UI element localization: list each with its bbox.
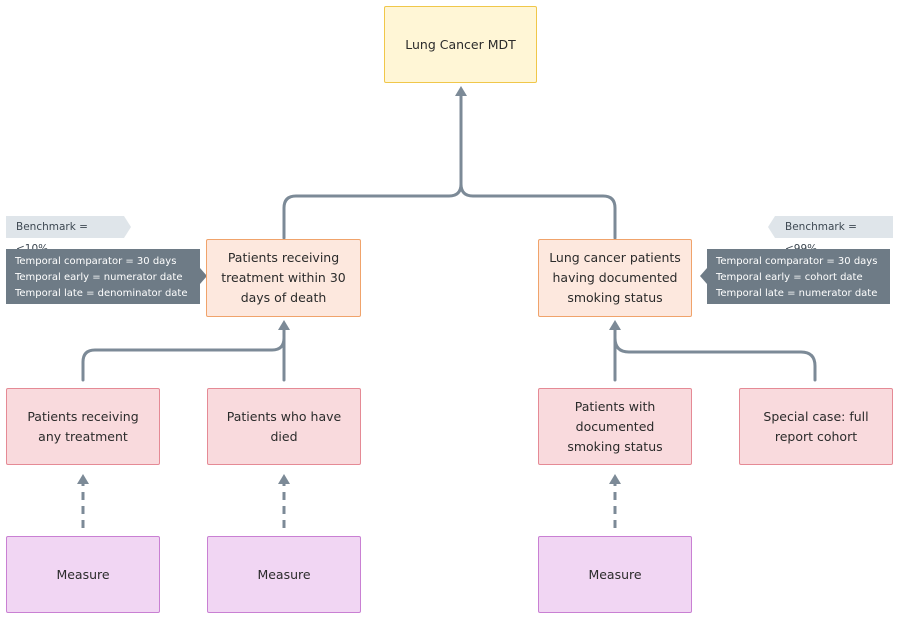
- benchmark-tag-1-pointer: [124, 216, 131, 238]
- arrowhead-root: [455, 86, 467, 96]
- temporal-tag-2: Temporal comparator = 30 days Temporal e…: [707, 249, 890, 304]
- root-node[interactable]: Lung Cancer MDT: [384, 6, 537, 83]
- arrowhead-criterion-1: [77, 474, 89, 484]
- arrowhead-criterion-3: [609, 474, 621, 484]
- measure-node-2[interactable]: Measure: [207, 536, 361, 613]
- measure-label: Measure: [56, 566, 110, 582]
- criterion-node-2[interactable]: Patients who have died: [207, 388, 361, 465]
- criterion-node-3[interactable]: Patients with documented smoking status: [538, 388, 692, 465]
- benchmark-tag-1: Benchmark = <10%: [6, 216, 124, 255]
- criterion-node-1[interactable]: Patients receiving any treatment: [6, 388, 160, 465]
- edge-metric-2-to-root: [459, 182, 617, 240]
- arrowhead-criterion-2: [278, 474, 290, 484]
- temporal-comparator: Temporal comparator = 30 days: [716, 256, 878, 267]
- temporal-late: Temporal late = denominator date: [15, 288, 188, 299]
- temporal-tag-2-pointer: [700, 268, 707, 284]
- metric-label: Patients receiving treatment within 30 d…: [221, 250, 346, 305]
- edge-criterion-4-to-metric-2: [613, 326, 817, 382]
- criterion-label: Patients receiving any treatment: [27, 408, 139, 444]
- benchmark-tag-2-pointer: [768, 216, 775, 238]
- temporal-late: Temporal late = numerator date: [716, 288, 878, 299]
- temporal-early: Temporal early = cohort date: [716, 272, 863, 283]
- edge-criterion-1-to-metric-1: [81, 326, 286, 382]
- root-label: Lung Cancer MDT: [405, 36, 516, 52]
- metric-node-1[interactable]: Patients receiving treatment within 30 d…: [206, 239, 361, 317]
- measure-label: Measure: [257, 566, 311, 582]
- criterion-node-4[interactable]: Special case: full report cohort: [739, 388, 893, 465]
- temporal-tag-1: Temporal comparator = 30 days Temporal e…: [6, 249, 200, 304]
- arrowhead-metric-1: [278, 320, 290, 330]
- metric-node-2[interactable]: Lung cancer patients having documented s…: [538, 239, 692, 317]
- temporal-tag-1-pointer: [200, 268, 207, 284]
- edge-metric-1-to-root: [282, 92, 463, 240]
- temporal-early: Temporal early = numerator date: [15, 272, 183, 283]
- measure-node-3[interactable]: Measure: [538, 536, 692, 613]
- metric-label: Lung cancer patients having documented s…: [549, 250, 681, 305]
- temporal-comparator: Temporal comparator = 30 days: [15, 256, 177, 267]
- criterion-label: Special case: full report cohort: [763, 408, 869, 444]
- criterion-label: Patients with documented smoking status: [567, 398, 663, 454]
- benchmark-tag-2: Benchmark = <99%: [775, 216, 893, 255]
- measure-label: Measure: [588, 566, 642, 582]
- arrowhead-metric-2: [609, 320, 621, 330]
- criterion-label: Patients who have died: [226, 408, 342, 444]
- measure-node-1[interactable]: Measure: [6, 536, 160, 613]
